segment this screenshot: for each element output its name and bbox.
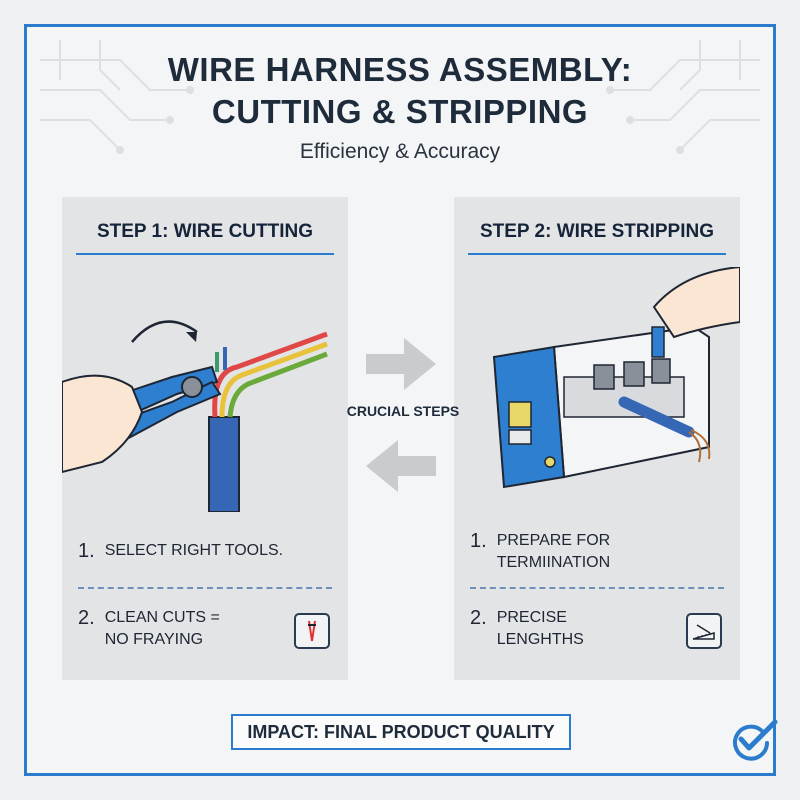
step1-item2-number: 2. xyxy=(78,607,95,629)
step1-item1-number: 1. xyxy=(78,540,95,562)
step1-divider xyxy=(78,587,332,589)
step2-title: STEP 2: WIRE STRIPPING xyxy=(468,221,726,255)
step2-item1-line2: TERMIINATION xyxy=(496,554,611,571)
page-subtitle: Efficiency & Accuracy xyxy=(299,140,501,163)
page-title-line1: WIRE HARNESS ASSEMBLY: xyxy=(167,51,633,88)
step2-item2-line1: PRECISE xyxy=(496,609,567,626)
step1-item1: 1. SELECT RIGHT TOOLS. xyxy=(78,540,332,564)
step1-item2: 2. CLEAN CUTS = NO FRAYING xyxy=(78,607,332,651)
step1-item2-line2: NO FRAYING xyxy=(104,631,204,648)
step2-panel: STEP 2: WIRE STRIPPING 1. PREPARE FOR TERM… xyxy=(454,197,740,680)
step1-title: STEP 1: WIRE CUTTING xyxy=(76,221,334,255)
arrow-right-icon xyxy=(366,338,436,390)
center-label: CRUCIAL STEPS xyxy=(346,403,460,419)
step2-item1: 1. PREPARE FOR TERMIINATION xyxy=(470,530,724,574)
wire-stripper-machine-illustration xyxy=(492,267,740,489)
ruler-icon xyxy=(686,613,722,649)
step2-item1-number: 1. xyxy=(470,530,487,552)
impact-banner: IMPACT: FINAL PRODUCT QUALITY xyxy=(231,714,571,750)
step2-item2-line2: LENGHTHS xyxy=(496,631,584,648)
step1-panel: STEP 1: WIRE CUTTING 1. SELECT RIGHT TOOL… xyxy=(62,197,348,680)
step2-item2-number: 2. xyxy=(470,607,487,629)
arrow-left-icon xyxy=(366,440,436,492)
step2-item2: 2. PRECISE LENGHTHS xyxy=(470,607,724,651)
step2-item1-line1: PREPARE FOR xyxy=(496,532,611,549)
step2-divider xyxy=(470,587,724,589)
step1-item1-text: SELECT RIGHT TOOLS. xyxy=(104,542,284,559)
wire-cutter-illustration xyxy=(62,320,328,512)
check-circle-icon xyxy=(733,719,778,761)
page-title-line2: CUTTING & STRIPPING xyxy=(211,93,589,130)
cut-wire-icon xyxy=(294,613,330,649)
step1-item2-line1: CLEAN CUTS = xyxy=(104,609,220,626)
